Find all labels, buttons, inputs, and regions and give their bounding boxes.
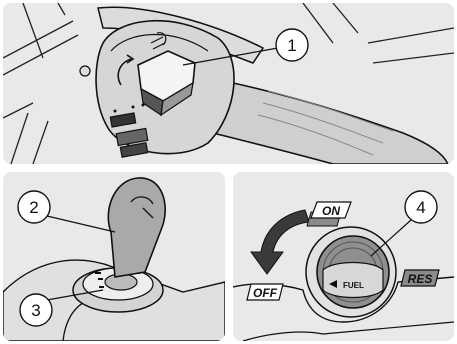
mounting-screw bbox=[80, 66, 90, 76]
leader-line-2 bbox=[47, 216, 115, 232]
rotation-arrow-icon bbox=[251, 210, 309, 274]
fuel-tap-panel: FUEL ON OFF RES 4 bbox=[233, 172, 454, 341]
tag-off: OFF bbox=[247, 284, 283, 300]
ignition-key bbox=[108, 178, 165, 277]
callout-2: 2 bbox=[18, 191, 50, 223]
callout-3: 3 bbox=[20, 294, 52, 326]
tag-res: RES bbox=[401, 270, 439, 286]
fuel-cap-panel: 2 3 bbox=[3, 172, 225, 341]
tag-on-label: ON bbox=[322, 204, 340, 218]
callout-3-label: 3 bbox=[31, 301, 40, 320]
handlebar-switch-illustration: 1 bbox=[3, 3, 454, 164]
handlebar-switch-panel: 1 bbox=[3, 3, 454, 164]
tag-off-label: OFF bbox=[253, 286, 278, 300]
callout-2-label: 2 bbox=[29, 198, 38, 217]
fuel-cap-illustration: 2 3 bbox=[3, 172, 225, 341]
callout-1-label: 1 bbox=[287, 36, 296, 55]
tag-res-label: RES bbox=[408, 272, 433, 286]
fuel-tap-illustration: FUEL ON OFF RES 4 bbox=[233, 172, 454, 341]
tag-on: ON bbox=[307, 202, 351, 226]
handlebar-grip bbox=[208, 78, 448, 164]
callout-4: 4 bbox=[405, 191, 437, 223]
callout-4-label: 4 bbox=[416, 198, 425, 217]
knob-face bbox=[323, 263, 383, 298]
callout-1: 1 bbox=[276, 29, 308, 61]
knob-fuel-label: FUEL bbox=[343, 281, 364, 290]
